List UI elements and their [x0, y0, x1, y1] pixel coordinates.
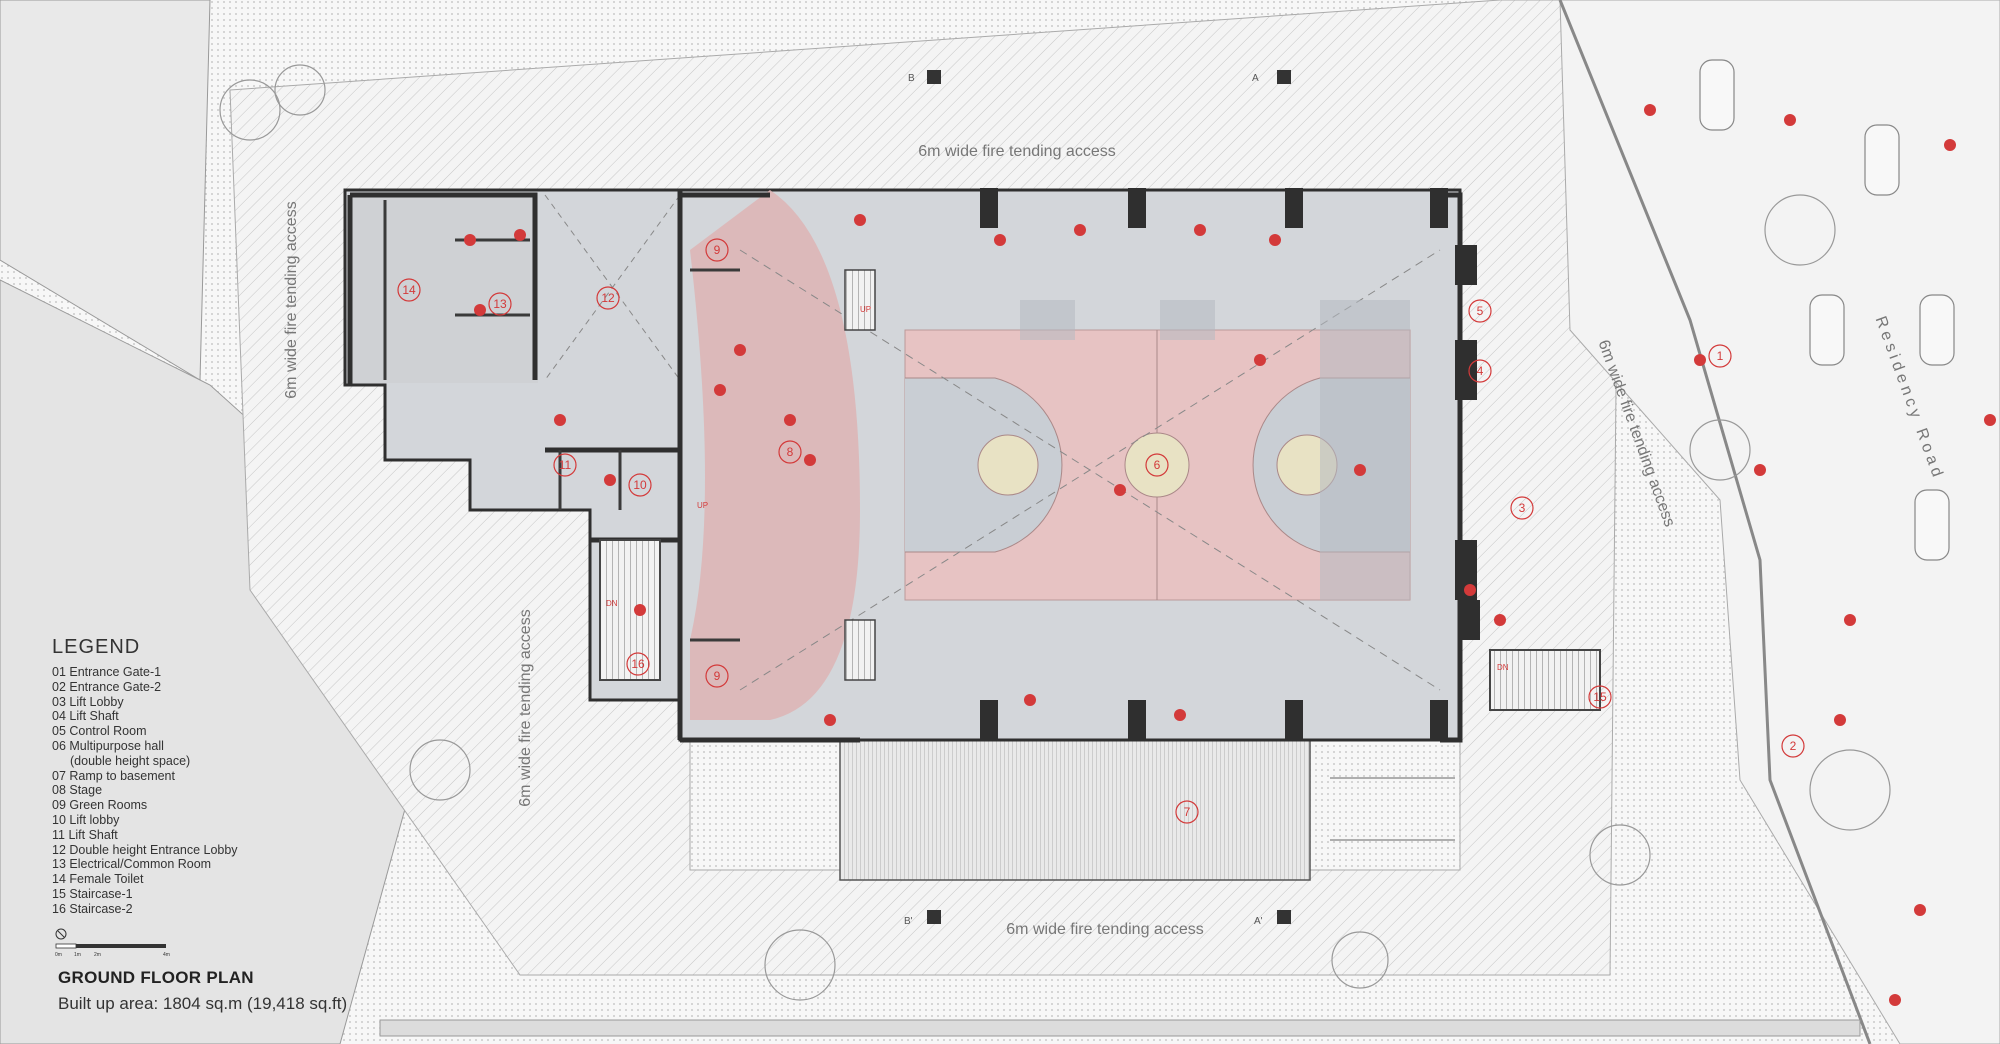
room-number-12: 12	[601, 291, 615, 305]
svg-text:1m: 1m	[74, 952, 81, 958]
stage	[690, 190, 860, 720]
legend-item: 08 Stage	[52, 783, 103, 798]
legend-item: 09 Green Rooms	[52, 798, 148, 813]
dn-mark: DN	[606, 599, 618, 608]
room-number-7: 7	[1184, 805, 1191, 819]
legend-item: 03 Lift Lobby	[52, 694, 124, 709]
access-label-left-upper: 6m wide fire tending access	[283, 201, 300, 398]
room-number-5: 5	[1477, 304, 1484, 318]
room-number-16: 16	[631, 657, 645, 671]
room-number-10: 10	[633, 478, 647, 492]
section-marks: B A B' A'	[904, 70, 1291, 927]
legend-item: 06 Multipurpose hall	[52, 738, 164, 753]
people-figures	[464, 104, 1996, 1006]
room-markers	[397, 238, 1805, 824]
up-mark: UP	[860, 305, 871, 314]
legend: LEGEND 01 Entrance Gate-1 02 Entrance Ga…	[52, 636, 352, 917]
room-number-9b: 9	[714, 669, 721, 683]
room-number-1: 1	[1717, 349, 1724, 363]
access-label-left-lower: 6m wide fire tending access	[517, 609, 534, 806]
staircase-1	[1489, 649, 1601, 711]
room-number-3: 3	[1519, 501, 1526, 515]
access-label-bottom: 6m wide fire tending access	[1006, 921, 1203, 938]
room-number-2: 2	[1790, 739, 1797, 753]
room-number-9a: 9	[714, 243, 721, 257]
svg-text:B: B	[908, 73, 915, 84]
plan-title: GROUND FLOOR PLAN	[58, 968, 254, 987]
legend-item: 07 Ramp to basement	[52, 768, 175, 783]
scale-bar: 0m 1m 2m 4m	[55, 943, 170, 958]
car-icons	[1349, 59, 1955, 832]
svg-text:0m: 0m	[55, 952, 62, 958]
legend-title: LEGEND	[52, 636, 141, 658]
built-up-area: Built up area: 1804 sq.m (19,418 sq.ft)	[58, 994, 348, 1013]
room-number-11: 11	[559, 458, 572, 472]
staircase-2	[599, 539, 661, 681]
svg-text:4m: 4m	[163, 952, 170, 958]
svg-text:A: A	[1252, 73, 1259, 84]
room-number-4: 4	[1477, 364, 1484, 378]
legend-item: 15 Staircase-1	[52, 886, 133, 901]
room-number-6: 6	[1154, 458, 1161, 472]
room-number-15: 15	[1593, 690, 1607, 704]
svg-text:B': B'	[904, 916, 913, 927]
ramp-to-basement	[839, 739, 1311, 881]
legend-item: (double height space)	[70, 753, 191, 768]
legend-item: 16 Staircase-2	[52, 901, 133, 916]
room-number-13: 13	[493, 297, 507, 311]
walls	[347, 190, 1463, 743]
north-arrow-icon	[55, 928, 67, 940]
legend-item: 10 Lift lobby	[52, 812, 120, 827]
legend-item: 14 Female Toilet	[52, 872, 144, 887]
access-label-top: 6m wide fire tending access	[918, 143, 1115, 160]
legend-item: 01 Entrance Gate-1	[52, 665, 162, 679]
dn-mark: DN	[1497, 663, 1509, 672]
svg-text:2m: 2m	[94, 952, 101, 958]
legend-item: 13 Electrical/Common Room	[52, 857, 212, 872]
room-number-8: 8	[787, 445, 794, 459]
legend-item: 05 Control Room	[52, 724, 147, 739]
legend-item: 04 Lift Shaft	[52, 709, 119, 724]
up-mark: UP	[697, 501, 708, 510]
legend-item: 11 Lift Shaft	[52, 827, 118, 842]
svg-text:A': A'	[1254, 916, 1263, 927]
legend-item: 02 Entrance Gate-2	[52, 679, 162, 694]
tree-icons	[219, 64, 1891, 1001]
columns	[980, 188, 1480, 740]
neighbour-plot	[0, 279, 461, 1044]
legend-item: 12 Double height Entrance Lobby	[52, 842, 238, 857]
room-number-14: 14	[402, 283, 416, 297]
